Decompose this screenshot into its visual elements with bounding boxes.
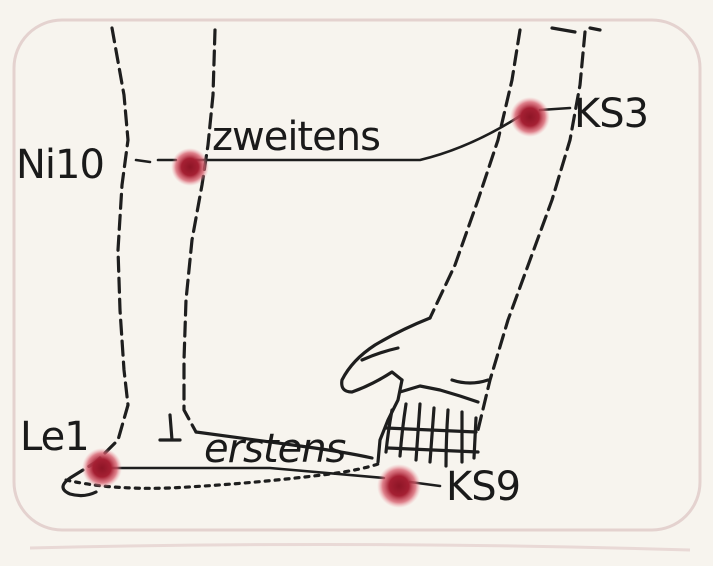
leg-front-line <box>184 30 215 432</box>
point-ks3-marker <box>510 97 550 137</box>
leader-ni10 <box>136 160 176 162</box>
top-dash-marks <box>552 28 600 32</box>
ankle-mark <box>160 415 180 440</box>
thumb-outline <box>342 318 430 392</box>
wrist-hint <box>452 380 488 383</box>
label-ks3: KS3 <box>574 91 648 137</box>
label-erstens: erstens <box>204 426 346 472</box>
palm-top-edge <box>400 386 478 402</box>
label-le1: Le1 <box>20 414 89 460</box>
label-ni10: Ni10 <box>16 142 104 188</box>
arm-hand-outline <box>342 28 600 466</box>
forearm-inner-line <box>430 30 520 318</box>
lower-sheet-edge <box>30 544 690 550</box>
forearm-outer-line <box>478 32 585 430</box>
point-ks9-marker <box>377 464 421 508</box>
label-ks9: KS9 <box>446 464 520 510</box>
leg-back-line <box>70 28 128 478</box>
finger-lines <box>386 404 476 466</box>
point-ni10-marker <box>171 148 209 186</box>
label-zweitens: zweitens <box>212 114 380 160</box>
